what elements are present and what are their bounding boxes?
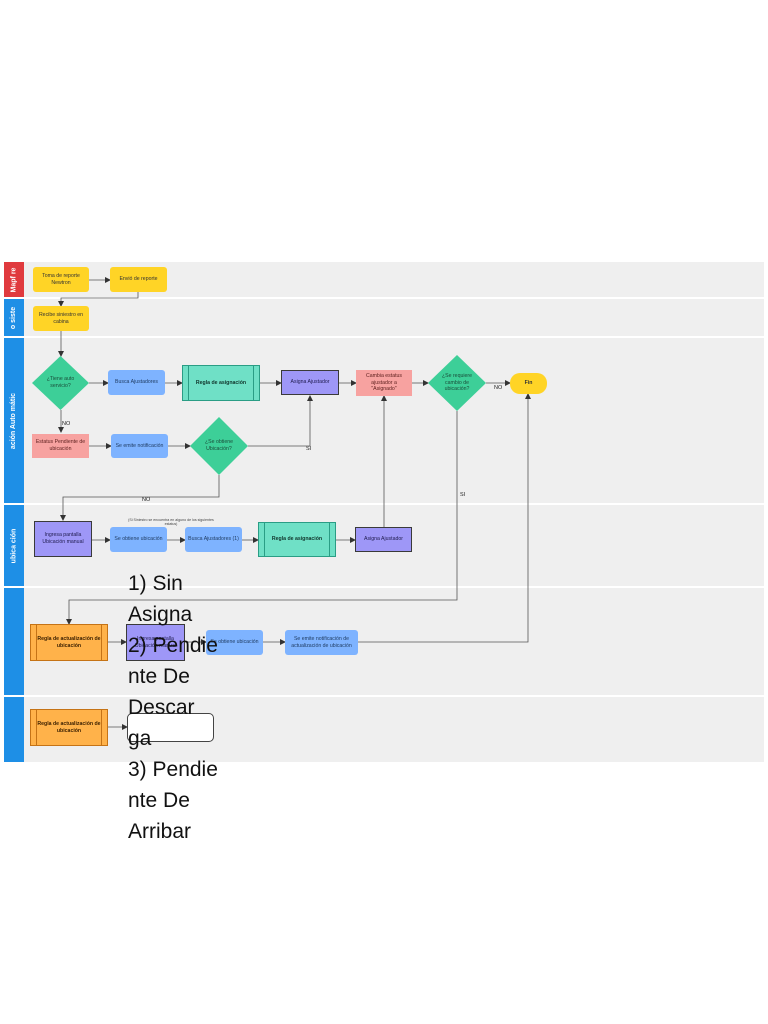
empty-process-box — [127, 713, 214, 742]
busca-ajustadores-node-2: Busca Ajustadores (1) — [185, 527, 242, 552]
lane-background-3 — [24, 338, 764, 503]
requiere-cambio-decision: ¿Se requiere cambio de ubicación? — [428, 355, 486, 411]
cambia-estatus-node: Cambia estatus ajustador a "Asignado" — [356, 370, 412, 396]
lane-label-ubicacion: ubica ción — [4, 505, 24, 586]
edge-label-si-asigna: SI — [306, 446, 312, 452]
edge-obtiene-asigna — [248, 395, 313, 447]
emite-notificacion-node-1: Se emite notificación — [111, 434, 168, 458]
obtiene-ubicacion-node-1: Se obtiene ubicación — [110, 527, 167, 552]
lane-label-asignacion-automatica: ación Auto mátic — [4, 338, 24, 503]
edge-label-si-actualizacion: SI — [460, 492, 466, 498]
edge-label-no-fin: NO — [494, 385, 503, 391]
ingresa-pantalla-node-1: Ingresa pantalla Ubicación manual — [34, 521, 92, 557]
edge-envio-recibe — [58, 292, 139, 307]
estatus-list-item-3: 3) Pendie nte De Arribar — [128, 758, 218, 843]
edge-notifica2-fin — [358, 393, 531, 643]
regla-actualizacion-node-2: Regla de actualización de ubicación — [30, 709, 108, 746]
recibe-siniestro-node: Recibe siniestro en cabina — [33, 306, 89, 331]
lane-label-6 — [4, 697, 24, 762]
asigna-ajustador-node-2: Asigna Ajustador — [355, 527, 412, 552]
estatus-list-item-1: 1) Sin Asigna — [128, 572, 193, 626]
estatus-pendiente-node: Estatus Pendiente de ubicación — [32, 434, 89, 458]
edge-label-no-tiene: NO — [62, 421, 71, 427]
edge-requiere-actualizacion — [66, 411, 458, 625]
lane-label-sistema: o siste — [4, 299, 24, 336]
busca-ajustadores-node-1: Busca Ajustadores — [108, 370, 165, 395]
edge-obtiene-ingresa — [60, 475, 220, 521]
envio-reporte-node: Envió de reporte — [110, 267, 167, 292]
estatus-list-item-2: 2) Pendie nte De Descar ga — [128, 634, 218, 750]
regla-asignacion-node-1: Regla de asignación — [182, 365, 260, 401]
regla-actualizacion-node-1: Regla de actualización de ubicación — [30, 624, 108, 661]
estatus-list-overlay: 1) Sin Asigna 2) Pendie nte De Descar ga… — [128, 568, 218, 847]
tiene-auto-decision: ¿Tiene auto servicio? — [32, 356, 89, 410]
siniestro-estatus-note: (Si Siniestro se encuentra en alguno de … — [128, 518, 214, 527]
regla-asignacion-node-2: Regla de asignación — [258, 522, 336, 557]
edge-label-no-ingresa: NO — [142, 497, 151, 503]
emite-notificacion-node-2: Se emite notificación de actualización d… — [285, 630, 358, 655]
obtiene-ubicacion-decision: ¿Se obtiene Ubicación? — [190, 417, 248, 475]
lane-background-2 — [24, 299, 764, 336]
lane-label-5 — [4, 588, 24, 695]
obtiene-ubicacion-node-2: Se obtiene ubicación — [206, 630, 263, 655]
asigna-ajustador-node-1: Asigna Ajustador — [281, 370, 339, 395]
fin-node: Fin — [510, 373, 547, 394]
lane-label-mapfre: Mapf re — [4, 262, 24, 297]
ingresa-pantalla-node-2: Ingresa pantalla Ubicación manual — [126, 624, 185, 661]
toma-reporte-node: Toma de reporte Newtron — [33, 267, 89, 292]
